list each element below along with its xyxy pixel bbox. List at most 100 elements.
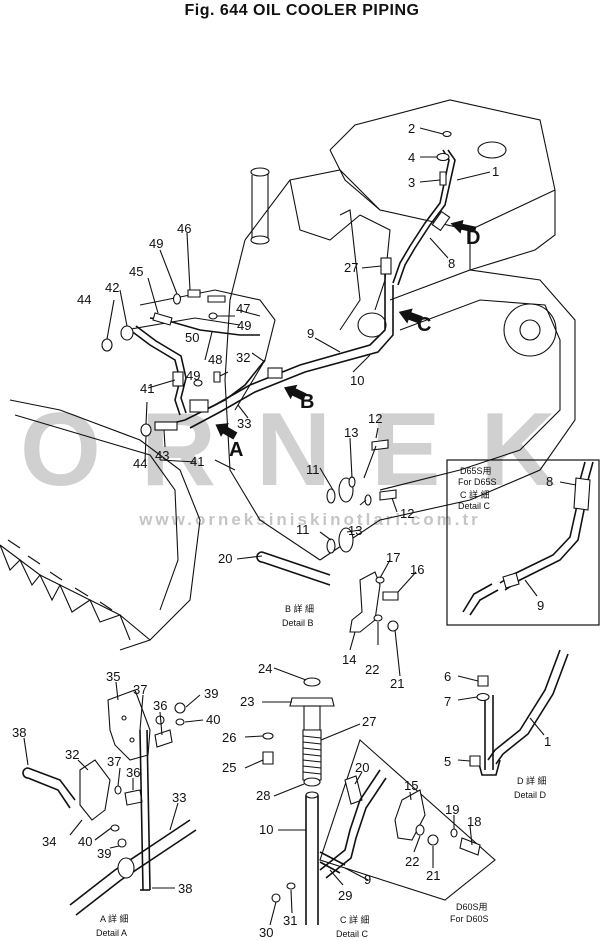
oil-cooler-pipes (101, 130, 456, 437)
detail-b-callout-11b: 11 (296, 522, 310, 537)
callout-42: 42 (105, 280, 119, 295)
inset-line1: D65S用 (460, 466, 492, 476)
detail-b-callout-21: 21 (390, 676, 404, 691)
d60s-callout-21: 21 (426, 868, 440, 883)
detail-b-callout-13b: 13 (348, 523, 362, 538)
detail-b-callout-16: 16 (410, 562, 424, 577)
inset-line2: For D65S (458, 477, 497, 487)
callout-46: 46 (177, 221, 191, 236)
callout-32: 32 (236, 350, 250, 365)
detail-d60s: 20 15 22 21 19 18 29 9 D60S用 For D60S (319, 739, 496, 924)
page-title: Fig. 644 OIL COOLER PIPING (184, 2, 420, 19)
watermark-url: www.orneksiniskinotlari.com.tr (139, 510, 481, 529)
detail-a-caption-jp: A 詳 細 (100, 913, 129, 924)
inset-line3: C 詳 細 (460, 489, 490, 500)
detail-a-callout-32: 32 (65, 747, 79, 762)
callout-48: 48 (208, 352, 222, 367)
detail-b-caption: Detail B (282, 618, 314, 628)
detail-c-callout-30: 30 (259, 925, 273, 940)
d60s-frame (319, 739, 496, 901)
detail-c-callout-23: 23 (240, 694, 254, 709)
detail-b-callout-12a: 12 (368, 411, 382, 426)
detail-b-callout-11a: 11 (306, 462, 320, 477)
main-callouts: 1 2 3 4 8 9 10 27 32 33 41 41 42 43 44 4… (77, 121, 499, 471)
detail-d-caption: Detail D (514, 790, 547, 800)
letter-b: B (300, 391, 314, 413)
callout-45: 45 (129, 264, 143, 279)
detail-a-callout-36b: 36 (126, 765, 140, 780)
clamp-43 (154, 421, 178, 431)
arrow-d-icon (450, 219, 477, 234)
detail-c: 24 23 26 25 27 28 10 30 31 C 詳 細 Detail … (222, 661, 376, 940)
inset-callout-8: 8 (546, 474, 553, 489)
callout-8: 8 (448, 256, 455, 271)
oring-24 (303, 677, 321, 687)
detail-a-callout-36a: 36 (153, 698, 167, 713)
detail-b: 11 11 12 12 13 13 14 16 17 20 21 22 B 詳 … (218, 411, 424, 691)
detail-a-callout-37a: 37 (133, 682, 147, 697)
clamp-detail-a (117, 857, 135, 879)
detail-d: 6 7 5 1 D 詳 細 Detail D (444, 649, 569, 800)
callout-44a: 44 (77, 292, 91, 307)
letter-a: A (229, 439, 243, 461)
callout-1: 1 (492, 164, 499, 179)
callout-27: 27 (344, 260, 358, 275)
detail-a: 35 37 36 39 40 38 32 37 36 34 40 39 33 3… (12, 669, 220, 938)
detail-a-callout-39a: 39 (204, 686, 218, 701)
arrow-a-icon (215, 423, 238, 440)
detail-b-callout-12b: 12 (400, 506, 414, 521)
callout-33: 33 (237, 416, 251, 431)
detail-a-callout-40b: 40 (78, 834, 92, 849)
stud-20 (344, 775, 363, 805)
detail-d-callout-7: 7 (444, 694, 451, 709)
d60s-callout-9: 9 (364, 872, 371, 887)
callout-41a: 41 (140, 381, 154, 396)
direction-arrows (215, 219, 477, 440)
cap-outline (477, 141, 507, 159)
fitting-b (267, 367, 283, 379)
callout-47: 47 (236, 301, 250, 316)
detail-b-callout-20: 20 (218, 551, 232, 566)
machine-body-outline (0, 99, 576, 651)
detail-c-caption: Detail C (336, 929, 369, 939)
oring-44 (101, 338, 113, 352)
inset-callout-9: 9 (537, 598, 544, 613)
d60s-callout-22: 22 (405, 854, 419, 869)
detail-c-caption-jp: C 詳 細 (340, 914, 370, 925)
detail-a-callout-39b: 39 (97, 846, 111, 861)
detail-a-callout-33: 33 (172, 790, 186, 805)
arrow-b-icon (284, 384, 307, 401)
d60s-line2: For D60S (450, 914, 489, 924)
flange-lower (338, 527, 354, 553)
main-leader-lines (106, 127, 491, 471)
detail-a-callout-35: 35 (106, 669, 120, 684)
detail-b-callout-13a: 13 (344, 425, 358, 440)
fitting-27 (380, 257, 392, 275)
detail-b-callout-14: 14 (342, 652, 356, 667)
inset-fitting-8 (573, 477, 591, 511)
detail-c-callout-10: 10 (259, 822, 273, 837)
detail-c-callout-26: 26 (222, 730, 236, 745)
bracket-14 (349, 571, 381, 633)
detail-a-callout-34: 34 (42, 834, 56, 849)
callout-50: 50 (185, 330, 199, 345)
d60s-callout-15: 15 (404, 778, 418, 793)
flange-23 (289, 697, 335, 707)
detail-c-inset: 8 9 D65S用 For D65S C 詳 細 Detail C (446, 459, 600, 626)
callout-49c: 49 (186, 368, 200, 383)
fitting-41 (172, 371, 184, 387)
part-4 (436, 152, 450, 162)
detail-c-callout-31: 31 (283, 913, 297, 928)
fitting-8 (431, 210, 451, 232)
inset-line4: Detail C (458, 501, 491, 511)
watermark-logo: ORNEK (20, 392, 596, 508)
callout-44b: 44 (133, 456, 147, 471)
detail-d-callout-6: 6 (444, 669, 451, 684)
d60s-callout-20: 20 (355, 760, 369, 775)
callout-49a: 49 (149, 236, 163, 251)
d60s-callout-19: 19 (445, 802, 459, 817)
bracket-33 (189, 399, 209, 413)
oring-44b (140, 423, 152, 437)
d60s-callout-18: 18 (467, 814, 481, 829)
